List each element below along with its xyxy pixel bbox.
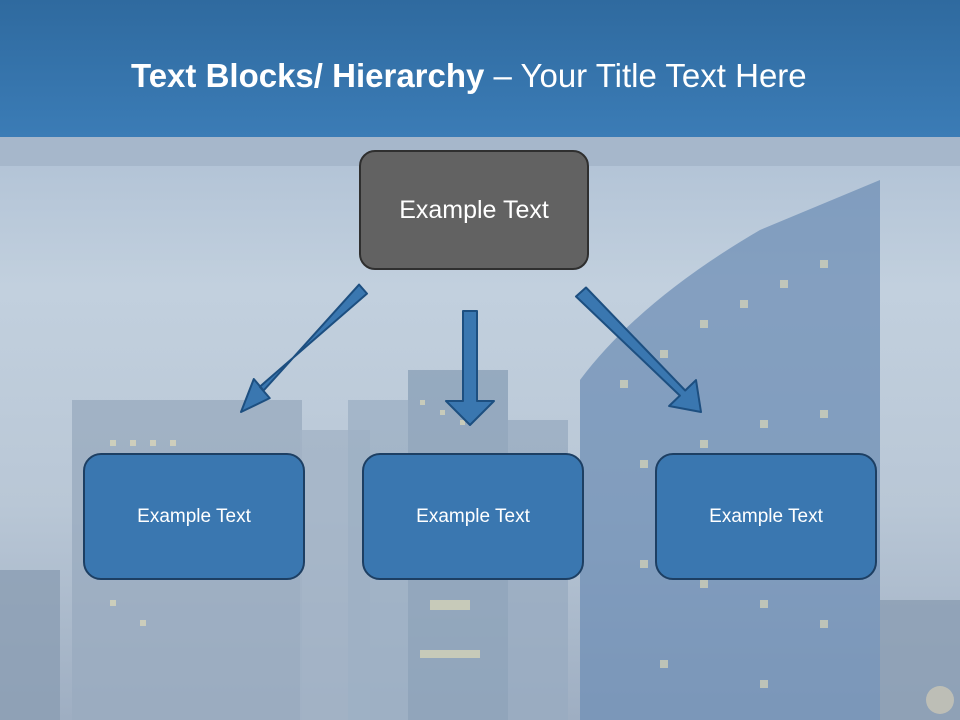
top-level-box: Example Text (359, 150, 589, 270)
top-level-box-label: Example Text (399, 195, 549, 224)
child-box-center: Example Text (362, 453, 584, 580)
child-box-left-label: Example Text (137, 505, 251, 527)
child-box-right-label: Example Text (709, 505, 823, 527)
title-bold-text: Text Blocks/ Hierarchy (131, 57, 485, 94)
child-box-center-label: Example Text (416, 505, 530, 527)
child-box-right: Example Text (655, 453, 877, 580)
arrow-left-icon (240, 283, 368, 413)
page-title: Text Blocks/ Hierarchy – Your Title Text… (131, 52, 921, 100)
arrow-right-icon (575, 286, 702, 413)
title-banner (0, 0, 960, 137)
arrow-center-icon (445, 310, 495, 426)
child-box-left: Example Text (83, 453, 305, 580)
title-regular-text: – Your Title Text Here (484, 57, 807, 94)
